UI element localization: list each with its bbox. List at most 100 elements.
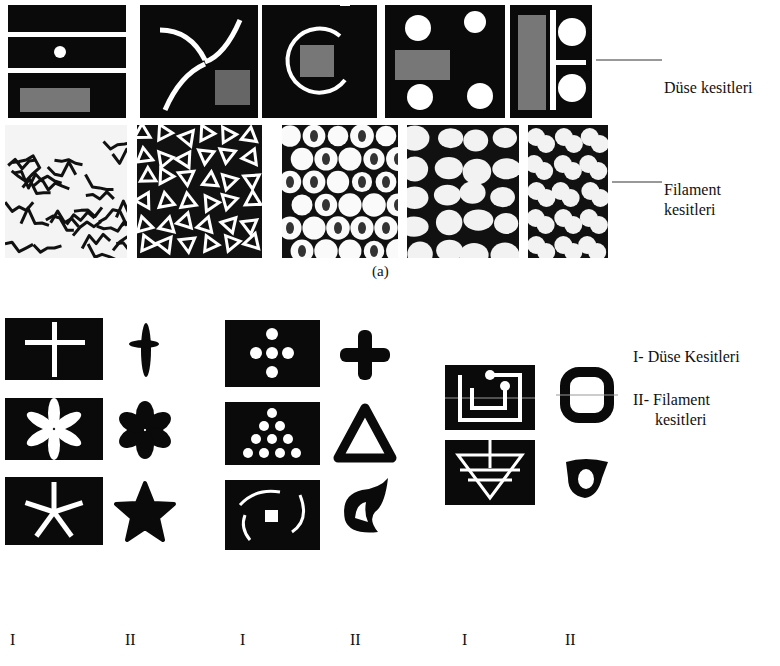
figure-label: Düse kesitleri	[664, 78, 774, 98]
texture-mark	[435, 157, 463, 179]
column-numeral: I	[10, 630, 40, 650]
texture-mark	[137, 193, 149, 209]
texture-mark	[350, 125, 374, 148]
texture-mark	[537, 135, 555, 153]
texture-mark	[282, 171, 301, 193]
texture-mark	[221, 218, 236, 233]
texture-mark	[338, 147, 361, 170]
texture-mark	[358, 130, 366, 142]
spinneret-section	[225, 320, 320, 387]
texture-mark	[159, 217, 174, 232]
texture-mark	[244, 233, 259, 248]
texture-mark	[322, 153, 330, 165]
texture-mark	[459, 243, 488, 258]
texture-mark	[282, 125, 398, 258]
texture-mark	[137, 148, 152, 162]
texture-mark	[303, 171, 326, 194]
texture-mark	[286, 222, 294, 234]
texture-mark	[314, 239, 337, 258]
texture-mark	[242, 149, 256, 165]
texture-mark	[407, 241, 432, 258]
texture-mark	[178, 171, 194, 185]
texture-mark	[113, 147, 127, 163]
filament-section	[338, 330, 392, 533]
texture-mark	[358, 176, 366, 188]
texture-mark	[314, 147, 337, 170]
texture-mark	[493, 128, 517, 148]
texture-mark	[205, 236, 219, 252]
filament-section	[556, 372, 618, 498]
texture-mark	[382, 222, 390, 234]
texture-mark	[590, 216, 608, 234]
texture-mark	[291, 194, 312, 215]
texture-mark	[74, 207, 102, 216]
spinneret-section	[262, 0, 377, 118]
texture-mark	[407, 125, 519, 258]
texture-mark	[291, 240, 314, 258]
texture-mark	[565, 135, 583, 153]
filament-texture	[5, 124, 609, 268]
spinneret-section	[225, 402, 320, 465]
spinneret-section	[510, 5, 592, 118]
texture-mark	[140, 168, 156, 182]
texture-mark	[322, 199, 330, 211]
texture-mark	[376, 126, 397, 147]
texture-mark	[564, 162, 582, 180]
texture-mark	[535, 162, 553, 180]
texture-mark	[177, 213, 192, 228]
texture-mark	[137, 125, 262, 258]
figure-label: II- Filament kesitleri	[633, 390, 763, 430]
texture-mark	[179, 131, 194, 146]
texture-mark	[564, 216, 582, 234]
texture-mark	[282, 125, 398, 258]
texture-mark	[376, 172, 397, 193]
texture-mark	[302, 216, 325, 239]
texture-mark	[494, 213, 518, 234]
texture-mark	[363, 148, 384, 169]
texture-mark	[407, 217, 429, 237]
texture-mark	[463, 209, 493, 230]
column-numeral: II	[565, 630, 595, 650]
texture-mark	[160, 168, 174, 184]
texture-mark	[358, 222, 366, 234]
texture-mark	[199, 150, 215, 164]
spinneret-section	[225, 480, 320, 550]
texture-mark	[362, 193, 386, 217]
texture-mark	[334, 222, 342, 234]
texture-mark	[159, 193, 174, 208]
texture-mark	[245, 191, 261, 205]
texture-mark	[438, 128, 463, 148]
texture-mark	[562, 189, 580, 207]
texture-mark	[220, 149, 236, 164]
filament-section	[115, 323, 174, 540]
texture-mark	[205, 196, 219, 212]
spinneret-section	[445, 365, 535, 430]
texture-mark	[244, 175, 260, 189]
column-numeral: II	[350, 630, 380, 650]
column-numeral: I	[240, 630, 270, 650]
texture-mark	[5, 242, 33, 251]
texture-mark	[537, 243, 555, 258]
texture-mark	[326, 216, 350, 240]
texture-mark	[310, 176, 318, 188]
texture-mark	[394, 199, 398, 211]
texture-mark	[137, 125, 150, 138]
figure-label: Filament kesitleri	[664, 180, 774, 220]
texture-mark	[490, 187, 515, 207]
texture-mark	[327, 171, 349, 193]
texture-mark	[310, 130, 318, 142]
texture-mark	[364, 241, 385, 258]
texture-mark	[591, 189, 608, 207]
texture-mark	[463, 159, 492, 185]
texture-mark	[222, 175, 237, 190]
texture-mark	[303, 125, 326, 147]
texture-mark	[459, 182, 485, 204]
texture-mark	[298, 245, 306, 257]
texture-mark	[282, 216, 302, 239]
texture-mark	[436, 240, 463, 258]
texture-mark	[73, 222, 101, 236]
texture-mark	[176, 152, 190, 168]
texture-mark	[370, 153, 378, 165]
texture-mark	[492, 158, 519, 179]
